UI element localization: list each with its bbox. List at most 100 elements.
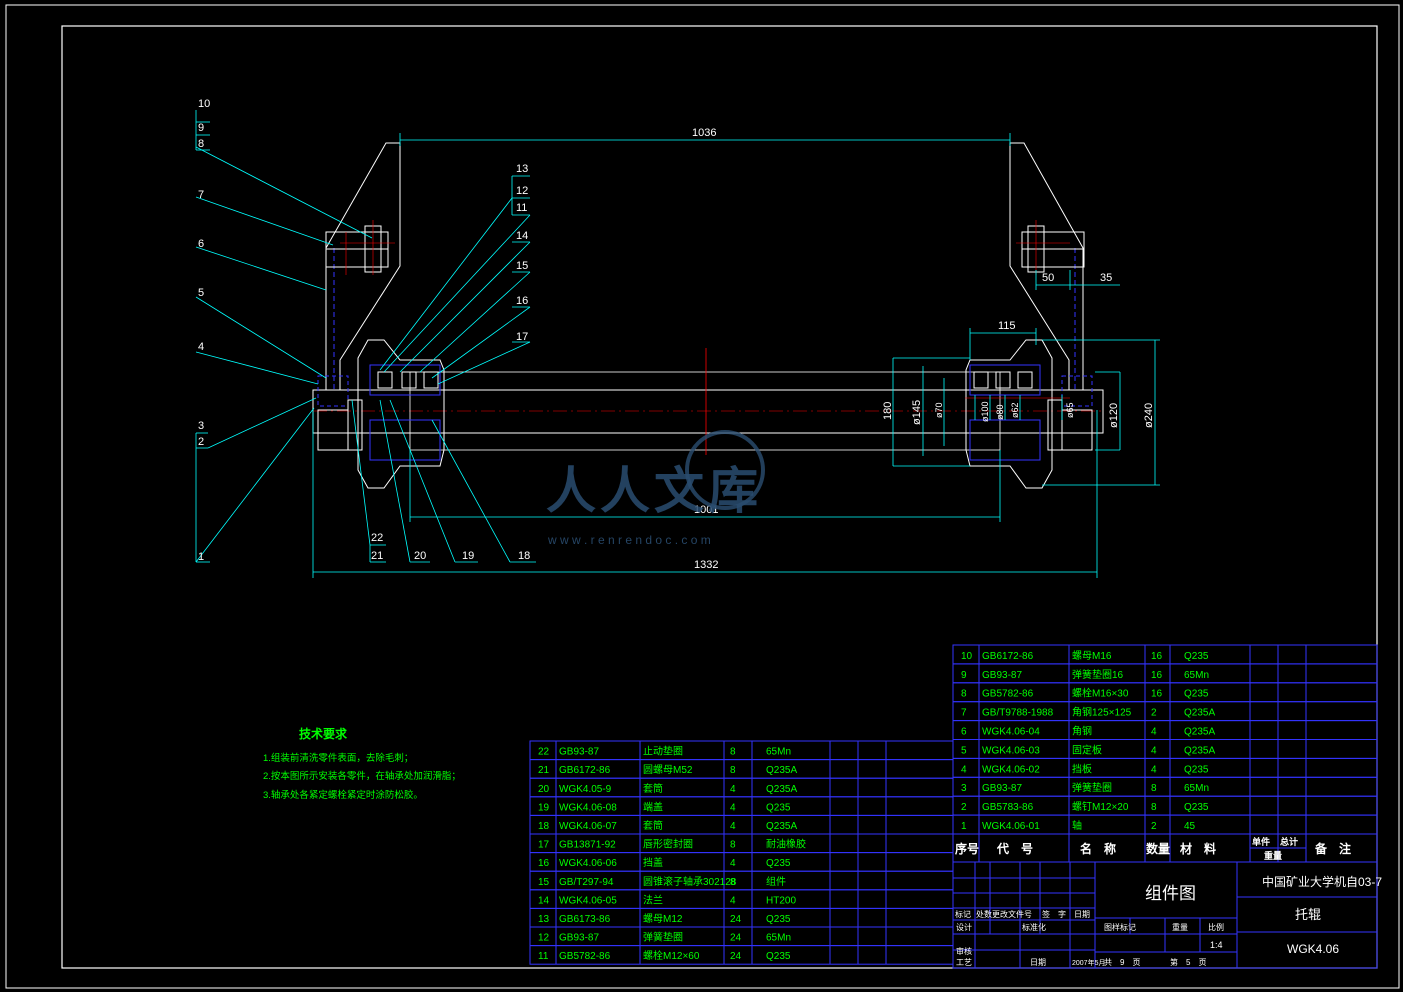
header-unit: 单件 [1252,836,1270,847]
table-cell: 4 [1151,745,1157,756]
table-cell: GB93-87 [982,783,1022,794]
balloon-21: 21 [371,550,383,562]
table-cell: 3 [961,783,967,794]
table-cell: WGK4.06-04 [982,727,1040,738]
inner-frame [61,25,1378,969]
table-cell: 21 [538,765,550,776]
title-mark: 标记 [955,909,971,919]
table-cell: GB5783-86 [982,802,1034,813]
table-cell: 8 [1151,783,1157,794]
balloon-20: 20 [414,550,426,562]
table-cell: GB6172-86 [559,765,611,776]
balloon-16: 16 [516,295,528,307]
table-cell: 4 [730,821,736,832]
dim-50: 50 [1042,272,1054,284]
table-cell: Q235 [1184,802,1209,813]
table-cell: Q235 [766,951,791,962]
table-cell: 4 [730,895,736,906]
balloon-3: 3 [198,420,204,432]
table-cell: WGK4.06-03 [982,745,1040,756]
table-cell: 轴 [1072,819,1082,832]
table-cell: 22 [538,747,550,758]
header-code: 代 号 [996,841,1033,856]
left-hub [357,339,445,489]
header-weight: 重量 [1264,850,1282,861]
table-cell: 4 [730,858,736,869]
table-cell: 挡盖 [643,856,663,869]
table-cell: WGK4.06-07 [559,821,617,832]
dim-100: ø100 [980,401,990,422]
table-cell: 螺母M12 [643,913,683,925]
title-date: 日期 [1074,910,1090,919]
table-cell: 2 [961,802,967,813]
table-cell: 11 [538,951,549,962]
title-scale: 1:4 [1210,940,1223,950]
table-cell: 4 [961,764,967,775]
table-cell: GB13871-92 [559,840,616,851]
table-cell: WGK4.06-05 [559,895,617,906]
table-cell: 24 [730,914,742,925]
table-cell: 弹簧垫圈 [1072,781,1112,794]
dim-62: ø62 [1010,402,1020,418]
balloon-18: 18 [518,550,530,562]
table-cell: 8 [730,747,736,758]
table-cell: 弹簧垫圈 [643,931,683,944]
table-cell: 17 [538,840,550,851]
table-cell: 8 [730,765,736,776]
table-cell: 16 [1151,651,1163,662]
table-cell: GB6173-86 [559,914,611,925]
header-remark: 备 注 [1314,841,1351,856]
tech-item-1: 1.组装前清洗零件表面，去除毛刺； [263,752,413,764]
left-bracket [325,142,401,391]
title-process: 工艺 [956,958,972,967]
balloon-15: 15 [516,260,528,272]
table-cell: Q235 [766,802,791,813]
dimensions [195,110,1160,578]
table-cell: 65Mn [1184,783,1209,794]
table-cell: 16 [538,858,550,869]
dimension-labels: 1036 1001 1332 115 50 35 180 ø145 ø70 ø1… [692,127,1155,571]
tech-item-3: 3.轴承处各紧定螺栓紧定时涂防松胶。 [263,789,423,801]
title-school: 中国矿业大学机自03-7 [1262,874,1382,889]
table-cell: Q235A [766,765,797,776]
table-cell: Q235A [1184,727,1215,738]
header-material: 材 料 [1179,841,1216,856]
table-cell: WGK4.06-06 [559,858,617,869]
watermark-brand: 人人文库 [546,463,762,519]
title-review: 审核 [956,946,972,956]
balloon-14: 14 [516,230,528,242]
table-cell: 止动垫圈 [643,745,683,758]
table-cell: WGK4.05-9 [559,784,612,795]
balloon-11: 11 [516,202,527,214]
table-cell: 14 [538,895,550,906]
table-cell: 10 [961,651,973,662]
technical-requirements: 技术要求 1.组装前清洗零件表面，去除毛刺； 2.按本图所示安装各零件，在轴承处… [263,726,461,801]
table-cell: 耐油橡胶 [766,838,806,851]
balloon-7: 7 [198,189,204,201]
table-cell: 螺母M16 [1072,650,1112,662]
dim-115: 115 [998,320,1016,332]
dim-80: ø80 [995,404,1005,420]
table-cell: 16 [1151,670,1163,681]
table-cell: 固定板 [1072,743,1102,756]
table-cell: Q235 [766,858,791,869]
table-cell: 螺钉M12×20 [1072,801,1129,813]
table-cell: 45 [1184,821,1196,832]
part-balloons: 10 9 8 7 6 5 4 3 2 1 13 12 11 14 15 16 1… [198,98,530,563]
table-cell: Q235A [1184,745,1215,756]
balloon-6: 6 [198,238,204,250]
right-bracket [1009,142,1084,391]
title-page-no: 第 5 页 [1170,957,1206,967]
table-cell: 1 [961,821,967,832]
table-cell: WGK4.06-01 [982,821,1040,832]
table-cell: 弹簧垫圈16 [1072,668,1124,681]
title-drawing-kind: 组件图 [1145,884,1196,903]
table-cell: 2 [1151,821,1157,832]
title-drawing-no: WGK4.06 [1287,942,1339,956]
tech-title: 技术要求 [299,726,348,741]
table-cell: 圆螺母M52 [643,764,693,776]
table-cell: GB6172-86 [982,651,1034,662]
dim-1036: 1036 [692,127,716,139]
table-cell: 24 [730,933,742,944]
